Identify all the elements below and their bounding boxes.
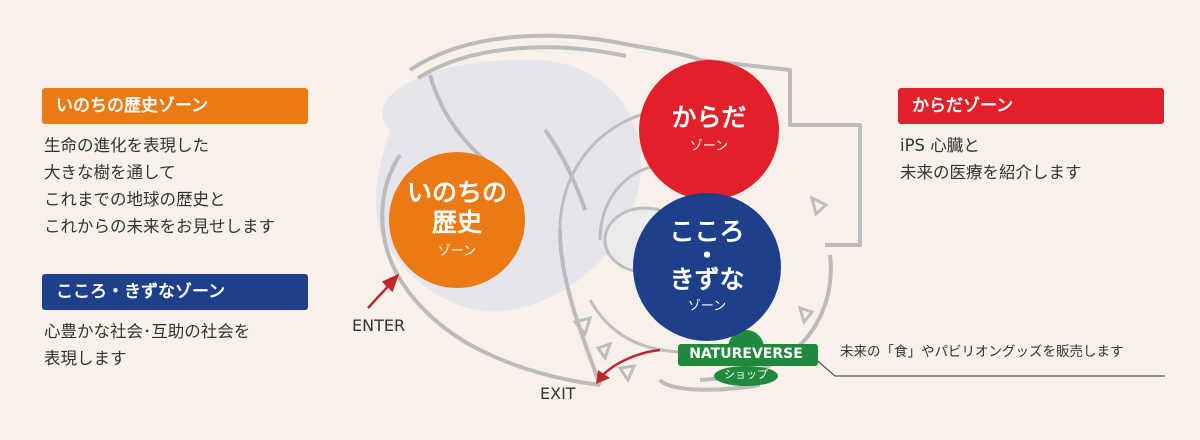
circle-label: 歴史 (431, 208, 482, 237)
circle-sublabel: ゾーン (437, 244, 477, 259)
zone-header-kokoro: こころ・きずなゾーン (42, 274, 308, 310)
shop-name: NATUREVERSE (689, 346, 803, 362)
description-line: iPS 心臓と (900, 136, 980, 155)
description-line: 未来の医療を紹介します (900, 163, 1082, 182)
description-line: 表現します (44, 349, 127, 368)
zone-circle-kokoro: こころ ・ きずな ゾーン (633, 193, 781, 341)
exit-arrow-head (596, 370, 610, 384)
small-blocks (572, 195, 829, 384)
circle-label: こころ (669, 217, 745, 246)
exit-arrow (601, 348, 661, 377)
zone-header-inochi: いのちの歴史ゾーン (42, 88, 308, 124)
circle-sublabel: ゾーン (689, 139, 729, 154)
description-line: これからの未来をお見せします (44, 217, 275, 236)
description-line: 生命の進化を表現した (44, 136, 209, 155)
shop-sublabel: ショップ (724, 368, 768, 381)
zone-header-karada: からだゾーン (898, 88, 1164, 124)
circle-label: いのちの (406, 178, 507, 207)
circle-sublabel: ゾーン (687, 299, 727, 314)
circle-label: からだ (671, 103, 747, 132)
enter-label: ENTER (352, 316, 406, 335)
circle-label: きずな (669, 265, 745, 294)
zone-circle-karada: からだ ゾーン (639, 60, 779, 200)
description-line: 心豊かな社会･互助の社会を (44, 322, 251, 341)
description-line: 大きな樹を通して (44, 163, 176, 182)
shop-badge-shape (678, 330, 818, 386)
zone-description-inochi: 生命の進化を表現した 大きな樹を通して これまでの地球の歴史と これからの未来を… (44, 132, 275, 240)
zone-description-karada: iPS 心臓と 未来の医療を紹介します (900, 132, 1082, 186)
exit-label: EXIT (540, 384, 576, 403)
description-line: これまでの地球の歴史と (44, 190, 226, 209)
zone-description-kokoro: 心豊かな社会･互助の社会を 表現します (44, 318, 250, 372)
shop-badge: NATUREVERSE ショップ (672, 340, 820, 386)
shop-callout-line (811, 355, 1165, 377)
circle-dot: ・ (694, 241, 720, 270)
zone-circle-inochi: いのちの 歴史 ゾーン (389, 152, 525, 288)
enter-arrow (367, 273, 400, 309)
shop-description: 未来の「食」やパビリオングッズを販売します (840, 344, 1124, 360)
